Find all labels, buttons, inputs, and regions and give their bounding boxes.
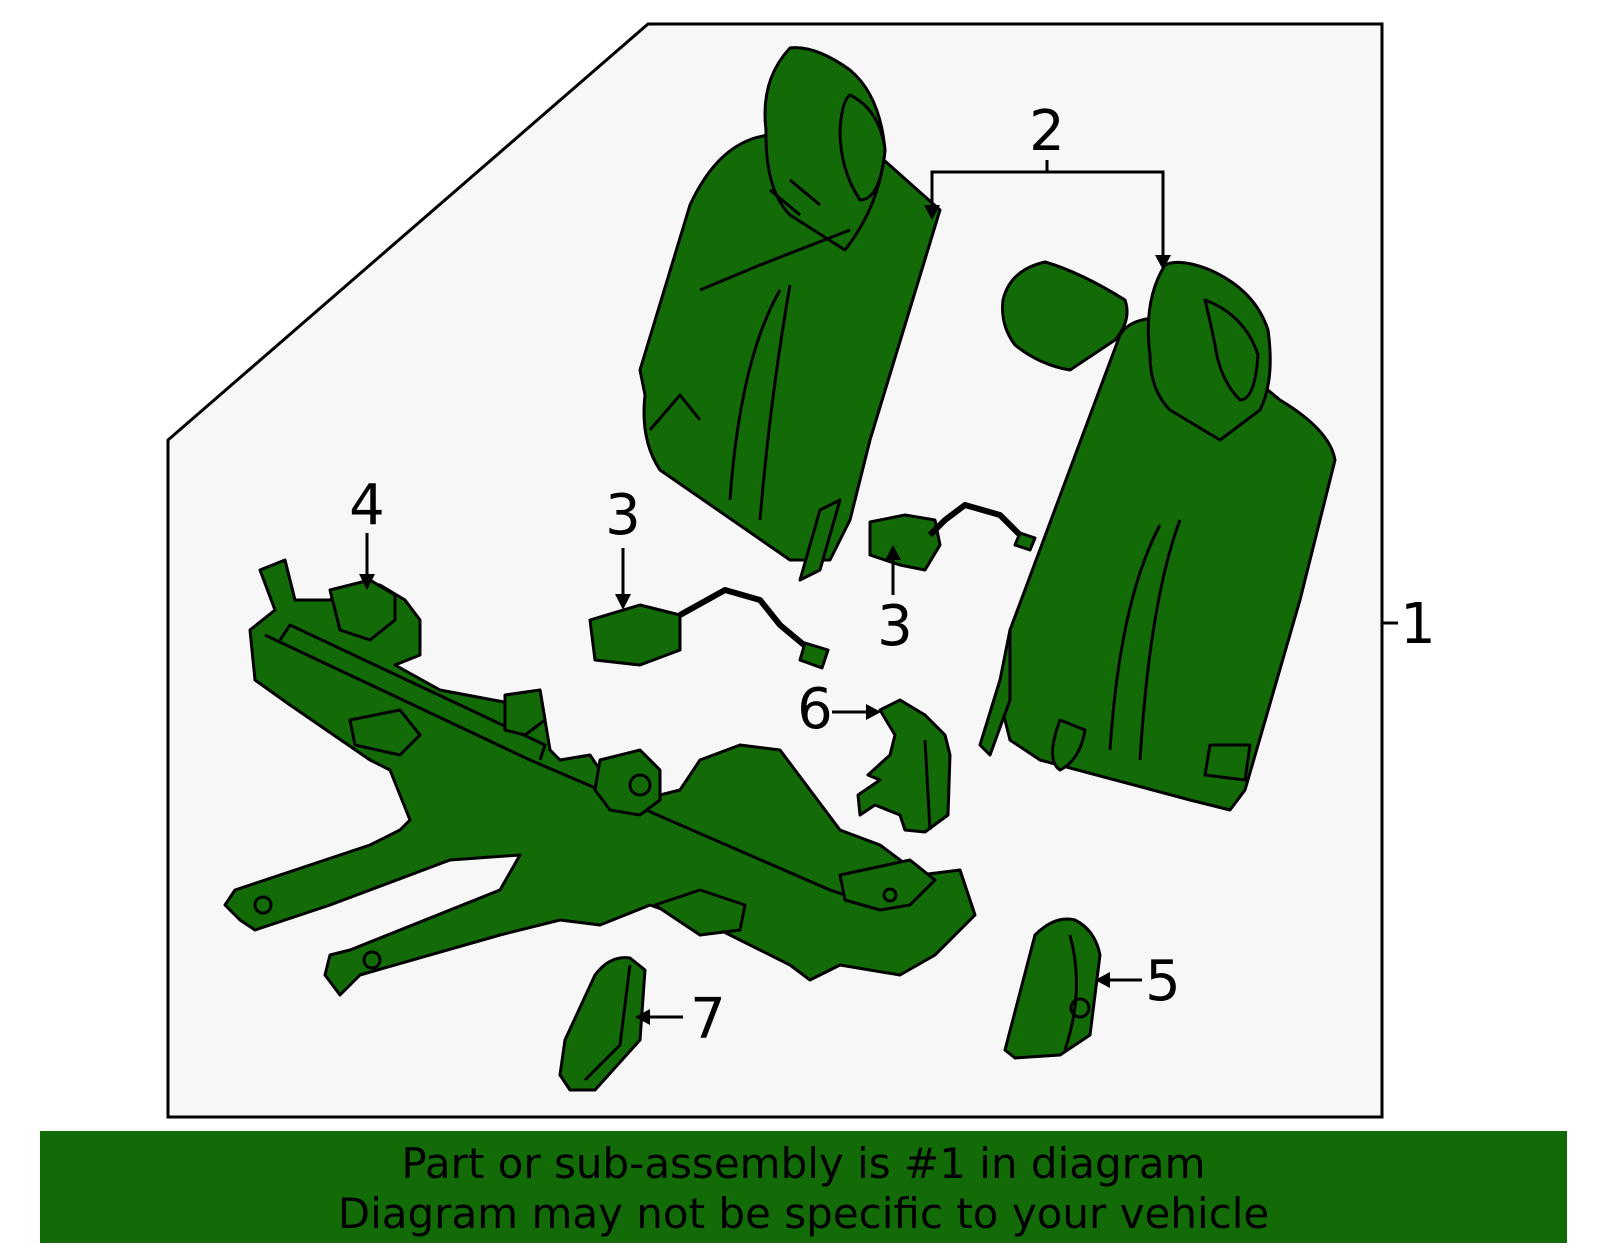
callout-7: 7 bbox=[690, 987, 726, 1052]
seatback-left bbox=[638, 46, 942, 582]
connector-harness-lower bbox=[588, 587, 830, 670]
leader-lines bbox=[365, 160, 1398, 1019]
callout-4: 4 bbox=[349, 473, 385, 538]
arrowheads bbox=[359, 205, 1171, 1025]
callout-5: 5 bbox=[1145, 949, 1181, 1014]
callout-3-lower: 3 bbox=[605, 483, 641, 548]
banner-line-2: Diagram may not be specific to your vehi… bbox=[337, 1189, 1270, 1238]
disclaimer-banner: Part or sub-assembly is #1 in diagram Di… bbox=[40, 1131, 1567, 1243]
seatback-right bbox=[978, 260, 1337, 812]
callout-3-upper: 3 bbox=[877, 594, 913, 659]
bracket-cover bbox=[856, 698, 952, 834]
side-trim-panel bbox=[558, 956, 647, 1092]
side-trim-cover bbox=[1003, 917, 1102, 1060]
callout-2: 2 bbox=[1029, 99, 1065, 164]
banner-line-1: Part or sub-assembly is #1 in diagram bbox=[401, 1139, 1206, 1188]
callout-6: 6 bbox=[797, 677, 833, 742]
seat-frame bbox=[223, 558, 977, 997]
callout-1: 1 bbox=[1400, 592, 1436, 657]
